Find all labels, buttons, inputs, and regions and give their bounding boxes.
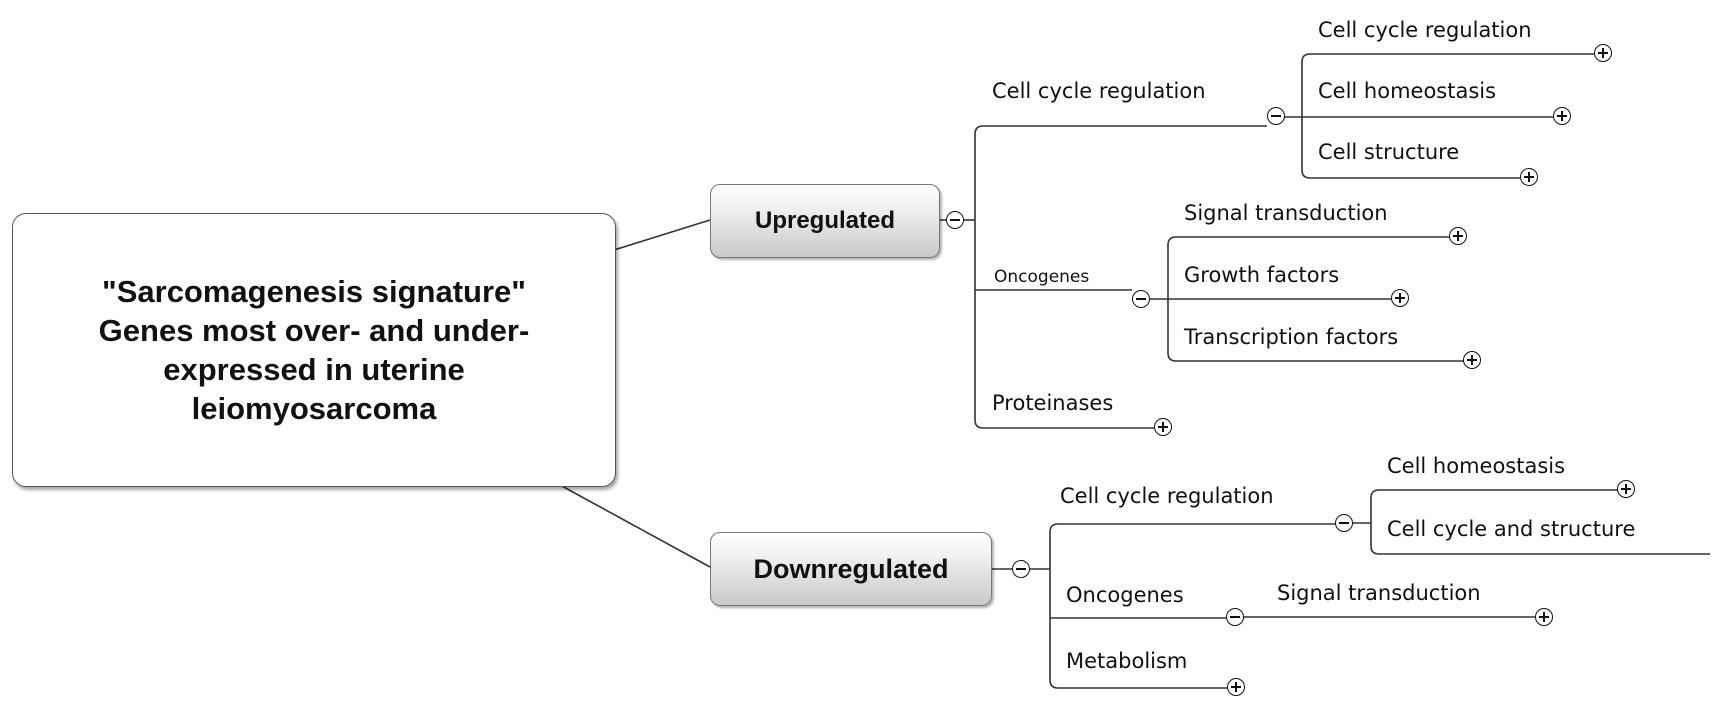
collapse-upregulated-icon[interactable] xyxy=(946,211,964,229)
up-cell-cycle-regulation-label: Cell cycle regulation xyxy=(992,79,1206,103)
up-ccr-child-cell-structure: Cell structure xyxy=(1318,140,1460,164)
collapse-up-oncogenes-icon[interactable] xyxy=(1132,290,1150,308)
up-onc-child-transcription-factors: Transcription factors xyxy=(1184,325,1399,349)
up-oncogenes-label: Oncogenes xyxy=(994,267,1090,287)
collapse-down-oncogenes-icon[interactable] xyxy=(1226,608,1244,626)
collapse-downregulated-icon[interactable] xyxy=(1012,560,1030,578)
expand-up-ccr-cell-homeostasis-icon[interactable] xyxy=(1553,107,1571,125)
down-onc-child-signal-transduction: Signal transduction xyxy=(1277,581,1481,605)
up-proteinases-label: Proteinases xyxy=(992,391,1114,415)
collapse-up-cell-cycle-regulation-icon[interactable] xyxy=(1267,107,1285,125)
expand-down-onc-signal-transduction-icon[interactable] xyxy=(1535,608,1553,626)
up-ccr-child-cell-homeostasis: Cell homeostasis xyxy=(1318,79,1497,103)
downregulated-node[interactable]: Downregulated xyxy=(710,532,992,606)
expand-up-onc-signal-transduction-icon[interactable] xyxy=(1449,227,1467,245)
down-oncogenes-label: Oncogenes xyxy=(1066,583,1184,607)
collapse-down-cell-cycle-regulation-icon[interactable] xyxy=(1335,514,1353,532)
down-metabolism-label: Metabolism xyxy=(1066,649,1188,673)
up-onc-child-growth-factors: Growth factors xyxy=(1184,263,1340,287)
expand-up-ccr-cell-structure-icon[interactable] xyxy=(1520,168,1538,186)
root-node[interactable]: "Sarcomagenesis signature" Genes most ov… xyxy=(12,213,616,487)
down-ccr-child-cell-homeostasis: Cell homeostasis xyxy=(1387,454,1566,478)
up-ccr-child-cell-cycle-regulation: Cell cycle regulation xyxy=(1318,18,1532,42)
expand-up-onc-transcription-factors-icon[interactable] xyxy=(1463,351,1481,369)
down-ccr-child-cell-cycle-and-structure: Cell cycle and structure xyxy=(1387,517,1636,541)
expand-down-metabolism-icon[interactable] xyxy=(1227,678,1245,696)
expand-up-onc-growth-factors-icon[interactable] xyxy=(1391,289,1409,307)
root-title: "Sarcomagenesis signature" Genes most ov… xyxy=(98,274,530,426)
expand-down-ccr-cell-homeostasis-icon[interactable] xyxy=(1617,480,1635,498)
down-cell-cycle-regulation-label: Cell cycle regulation xyxy=(1060,484,1274,508)
upregulated-node[interactable]: Upregulated xyxy=(710,184,940,258)
up-onc-child-signal-transduction: Signal transduction xyxy=(1184,201,1388,225)
expand-up-ccr-cell-cycle-regulation-icon[interactable] xyxy=(1594,44,1612,62)
expand-up-proteinases-icon[interactable] xyxy=(1154,418,1172,436)
